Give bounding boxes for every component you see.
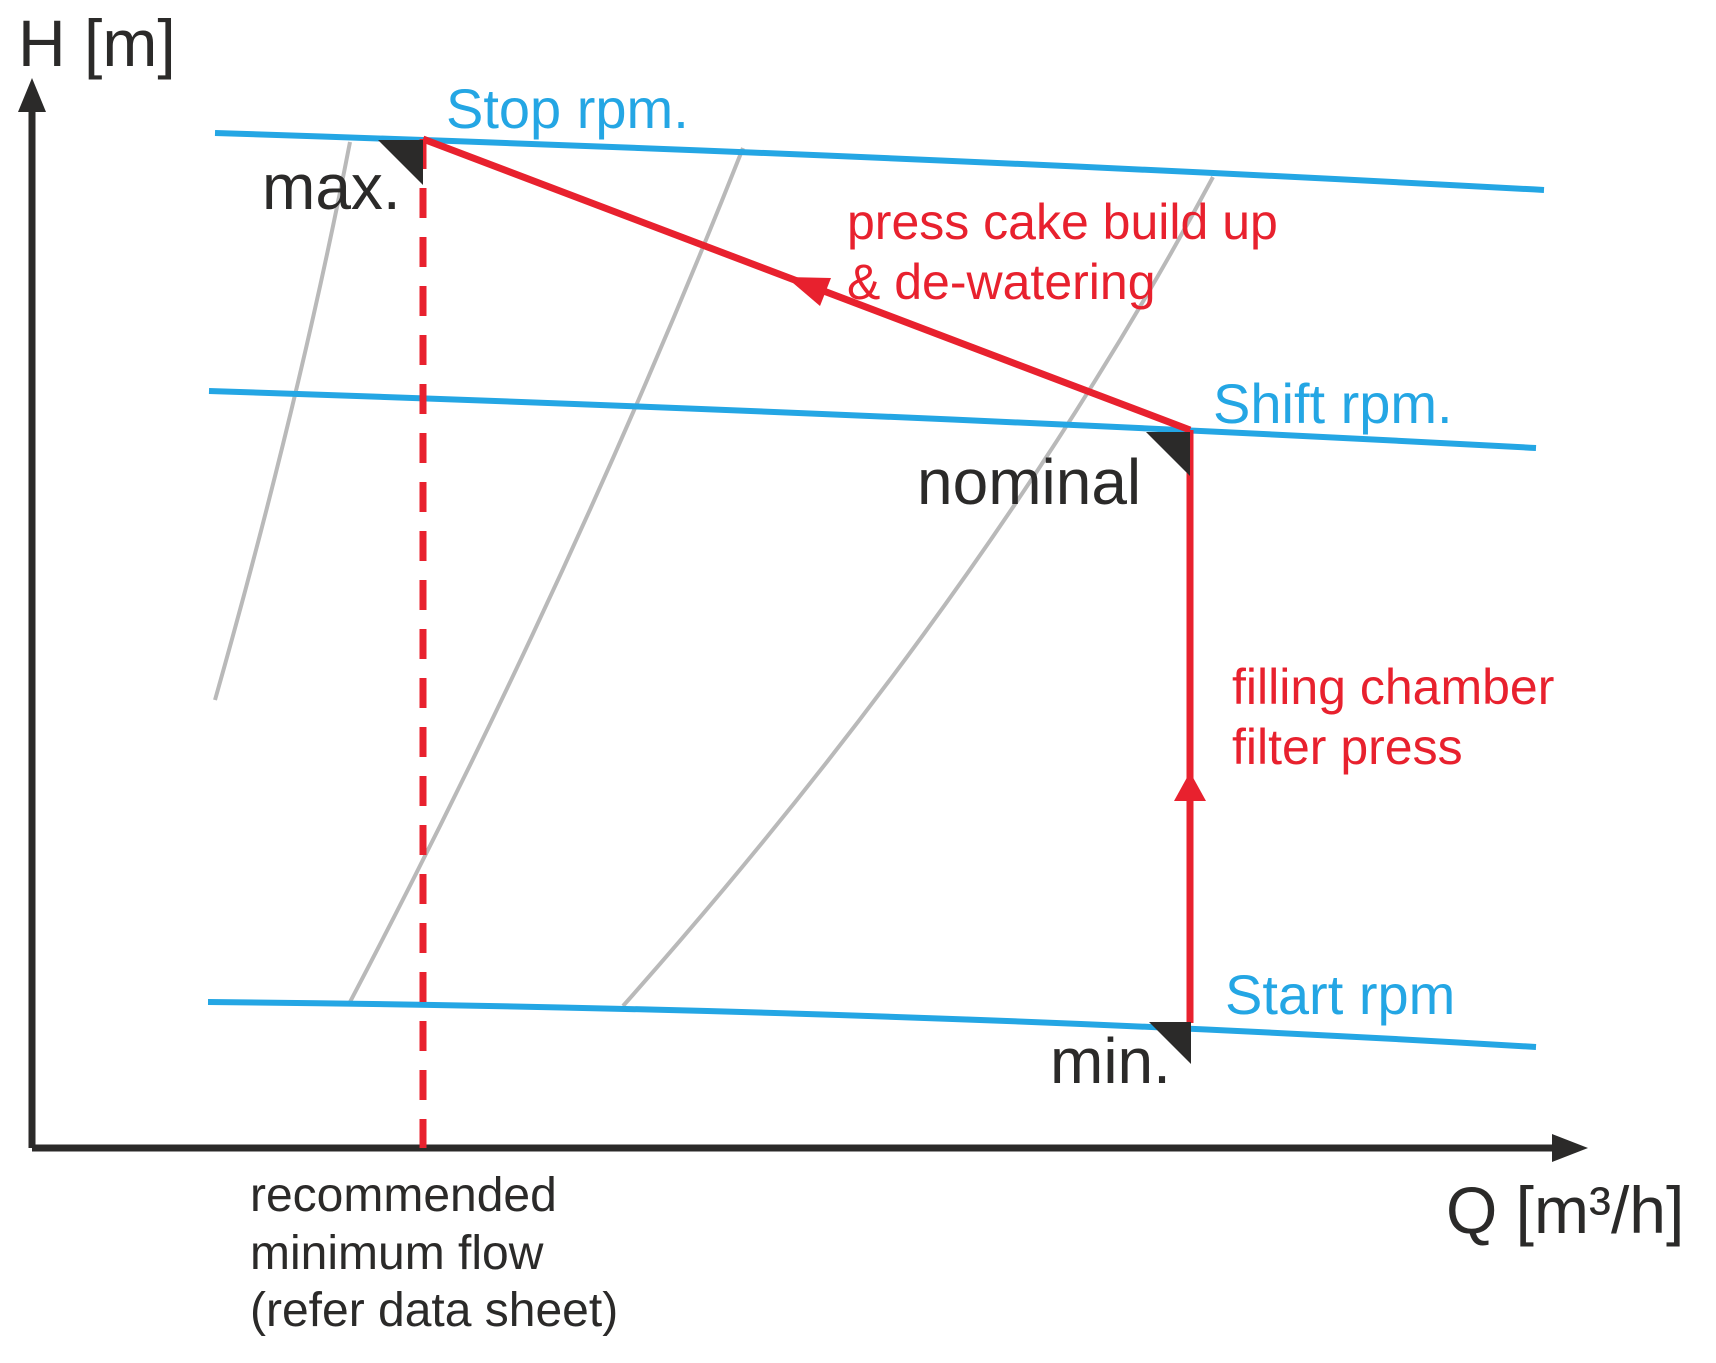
dewatering-annotation-line2: & de-watering bbox=[847, 254, 1156, 310]
max-point-label: max. bbox=[262, 151, 401, 223]
start-rpm-curve-label: Start rpm bbox=[1225, 963, 1456, 1026]
filling-annotation-line2: filter press bbox=[1232, 719, 1463, 775]
minimum-flow-note-line2: minimum flow bbox=[250, 1226, 544, 1280]
stop-rpm-curve-label: Stop rpm. bbox=[446, 77, 689, 140]
point-markers-group bbox=[378, 140, 1191, 1064]
min-point-label: min. bbox=[1050, 1025, 1171, 1097]
dewatering-annotation: press cake build up & de-watering bbox=[847, 192, 1278, 312]
rpm-curves-group bbox=[207, 130, 1545, 1050]
guide-curves-group bbox=[213, 141, 1215, 1008]
dewatering-annotation-line1: press cake build up bbox=[847, 194, 1278, 250]
nominal-point-label: nominal bbox=[917, 446, 1142, 518]
filling-annotation-line1: filling chamber bbox=[1232, 659, 1555, 715]
y-axis-label: H [m] bbox=[18, 6, 176, 80]
minimum-flow-note: recommended minimum flow (refer data she… bbox=[250, 1167, 618, 1340]
filling-annotation: filling chamber filter press bbox=[1232, 657, 1554, 777]
x-axis-label: Q [m³/h] bbox=[1446, 1173, 1685, 1247]
minimum-flow-note-line1: recommended bbox=[250, 1169, 557, 1222]
axes-group bbox=[18, 78, 1588, 1162]
minimum-flow-note-line3: (refer data sheet) bbox=[250, 1284, 619, 1338]
cycle-lines-group bbox=[419, 135, 1206, 1148]
shift-rpm-curve-label: Shift rpm. bbox=[1213, 372, 1453, 435]
